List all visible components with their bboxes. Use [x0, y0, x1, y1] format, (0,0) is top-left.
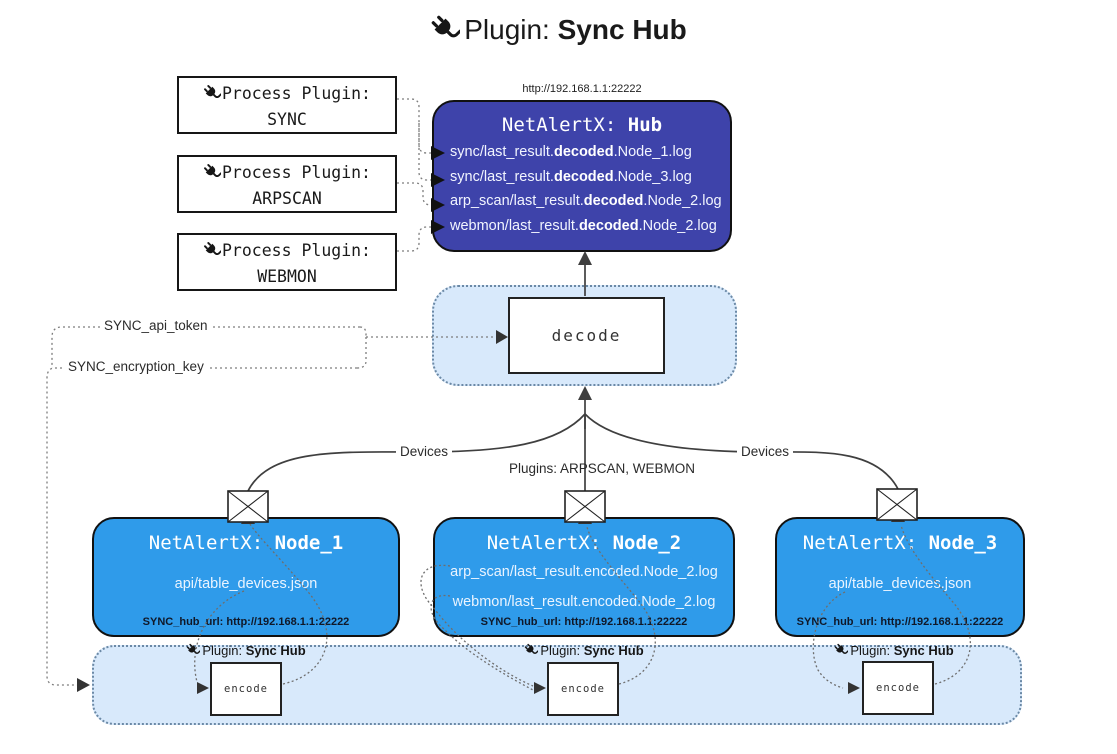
process-plugin-box-webmon: Process Plugin: WEBMON [177, 233, 397, 291]
devices-edge-label-left: Devices [396, 444, 453, 459]
plug-icon [203, 241, 223, 256]
hub-log-line: webmon/last_result.decoded.Node_2.log [450, 217, 717, 234]
encoder-plugin-label: Plugin: Sync Hub [824, 643, 964, 658]
page-title: Plugin: Sync Hub [0, 14, 1117, 46]
process-plugin-connectors [397, 98, 432, 252]
hub-title: NetAlertX: Hub [501, 114, 663, 136]
hub-log-line: sync/last_result.decoded.Node_1.log [450, 144, 692, 160]
node2-title: NetAlertX: Node_2 [486, 532, 682, 554]
plug-icon [203, 163, 223, 178]
process-plugin-label: Process Plugin: [179, 81, 395, 107]
process-plugin-name: WEBMON [257, 267, 317, 286]
node2-sync-hub-url: SYNC_hub_url: http://192.168.1.1:22222 [480, 616, 688, 628]
encoder-plugin-label: Plugin: Sync Hub [176, 643, 316, 658]
plug-icon [203, 84, 223, 99]
node1-box: NetAlertX: Node_1 api/table_devices.json… [92, 517, 400, 637]
node3-file: api/table_devices.json [828, 576, 972, 592]
node2-file: webmon/last_result.encoded.Node_2.log [452, 594, 716, 610]
node3-title: NetAlertX: Node_3 [802, 532, 998, 554]
process-plugin-box-arpscan: Process Plugin: ARPSCAN [177, 155, 397, 213]
sync-encryption-key-label: SYNC_encryption_key [64, 359, 208, 374]
envelope-icon-node3 [876, 488, 918, 521]
node3-box: NetAlertX: Node_3 api/table_devices.json… [775, 517, 1025, 637]
decode-box: decode [508, 297, 665, 374]
hub-url-label: http://192.168.1.1:22222 [522, 83, 642, 95]
node1-file: api/table_devices.json [174, 576, 318, 592]
process-plugin-label: Process Plugin: [179, 160, 395, 186]
hub-box: NetAlertX: Hub sync/last_result.decoded.… [432, 100, 732, 252]
title-label: Plugin: [464, 14, 550, 45]
devices-edge-label-right: Devices [737, 444, 794, 459]
encode-box-node2: encode [547, 662, 619, 716]
process-plugin-label: Process Plugin: [179, 238, 395, 264]
plug-icon [431, 15, 462, 38]
process-plugin-name: ARPSCAN [252, 189, 322, 208]
process-plugin-name: SYNC [267, 110, 307, 129]
title-name: Sync Hub [557, 14, 687, 45]
node2-box: NetAlertX: Node_2 arp_scan/last_result.e… [433, 517, 735, 637]
plugins-edge-label: Plugins: ARPSCAN, WEBMON [509, 461, 696, 476]
plug-icon [835, 643, 850, 654]
node3-sync-hub-url: SYNC_hub_url: http://192.168.1.1:22222 [796, 616, 1004, 628]
node1-sync-hub-url: SYNC_hub_url: http://192.168.1.1:22222 [142, 616, 350, 628]
node1-title: NetAlertX: Node_1 [148, 532, 344, 554]
hub-log-line: arp_scan/last_result.decoded.Node_2.log [450, 193, 722, 209]
node2-file: arp_scan/last_result.encoded.Node_2.log [450, 564, 718, 580]
encode-box-node3: encode [862, 661, 934, 715]
plug-icon [525, 643, 540, 654]
sync-api-token-label: SYNC_api_token [100, 318, 212, 333]
encode-box-node1: encode [210, 662, 282, 716]
plug-icon [187, 643, 202, 654]
hub-log-line: sync/last_result.decoded.Node_3.log [450, 168, 692, 185]
encoder-plugin-label: Plugin: Sync Hub [514, 643, 654, 658]
process-plugin-box-sync: Process Plugin: SYNC [177, 76, 397, 134]
